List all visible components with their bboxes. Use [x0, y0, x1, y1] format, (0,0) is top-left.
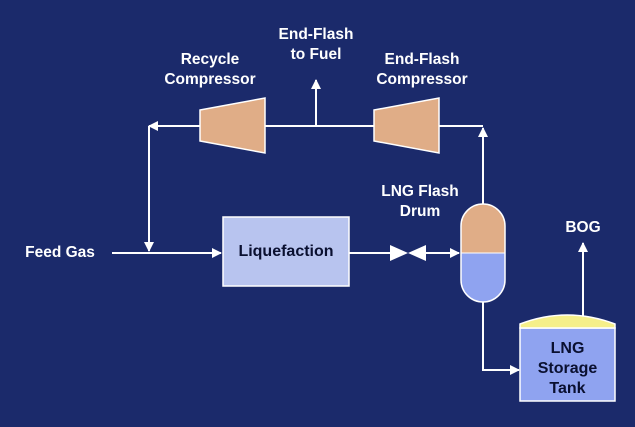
end-flash-compressor-icon — [373, 97, 440, 154]
feed-gas-label: Feed Gas — [25, 244, 95, 261]
lng-flash-drum-line1: LNG Flash — [381, 183, 459, 200]
storage-tank-line2: Storage — [537, 360, 598, 377]
lng-flash-drum-icon — [460, 203, 506, 303]
end-flash-to-fuel-label: End-Flash to Fuel — [260, 25, 372, 65]
valve-icon-right — [408, 245, 426, 261]
end-flash-compressor-label: End-Flash Compressor — [362, 50, 482, 90]
liquefaction-label: Liquefaction — [238, 243, 334, 260]
recycle-compressor-label: Recycle Compressor — [150, 50, 270, 90]
recycle-compressor-line2: Compressor — [164, 71, 256, 88]
recycle-compressor-icon — [199, 97, 266, 154]
end-flash-to-fuel-line1: End-Flash — [278, 26, 354, 43]
lng-storage-tank-label: LNG Storage Tank — [520, 339, 615, 399]
end-flash-compressor-line1: End-Flash — [384, 51, 460, 68]
storage-tank-line1: LNG — [550, 340, 585, 357]
recycle-compressor-line1: Recycle — [180, 51, 240, 68]
lng-storage-tank-icon — [519, 314, 616, 402]
lng-flash-drum-label: LNG Flash Drum — [370, 182, 470, 222]
valve-icon — [390, 245, 408, 261]
bog-label: BOG — [565, 219, 601, 236]
end-flash-to-fuel-line2: to Fuel — [290, 46, 342, 63]
drum-liquid-line — [482, 302, 520, 375]
storage-tank-line3: Tank — [549, 380, 586, 397]
lng-flash-drum-line2: Drum — [399, 203, 441, 220]
end-flash-compressor-line2: Compressor — [376, 71, 468, 88]
liquefaction-box — [222, 216, 350, 287]
